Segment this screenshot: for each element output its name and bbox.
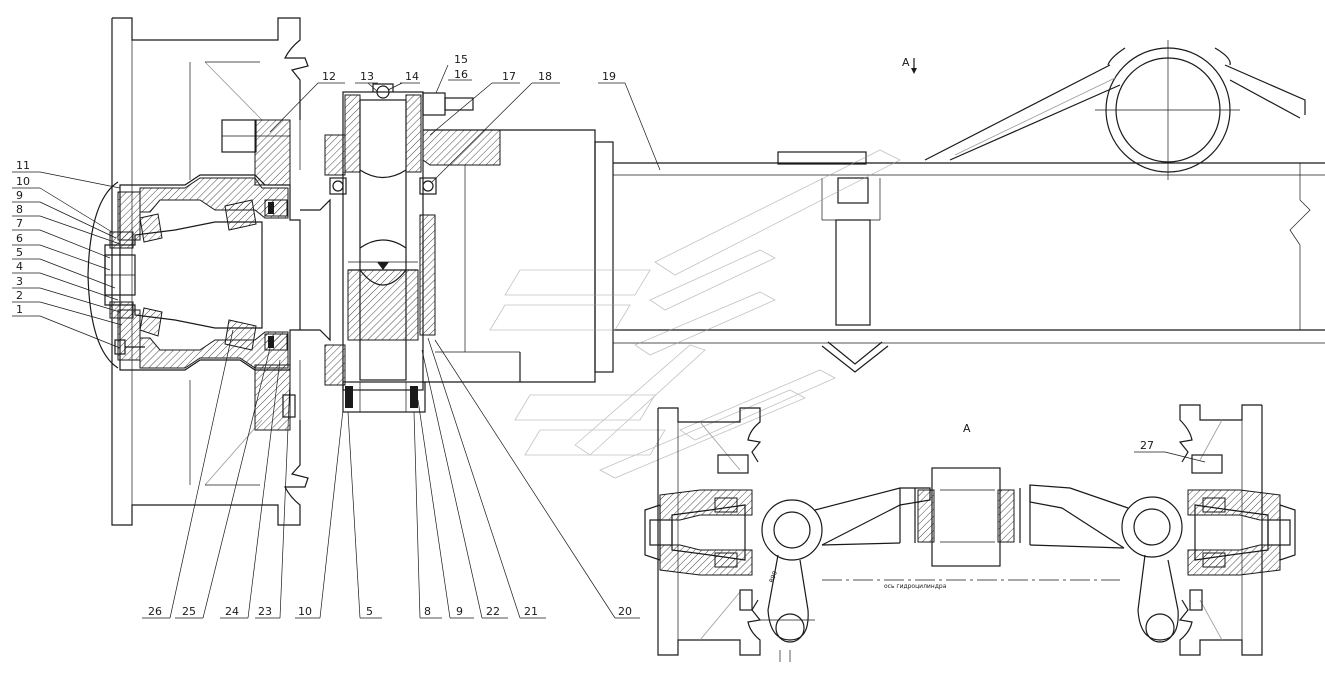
callout-25: 25 (182, 605, 196, 618)
view-marker: A (902, 56, 910, 69)
callout-6: 6 (16, 232, 23, 245)
callout-18: 18 (538, 70, 552, 83)
callout-23: 23 (258, 605, 272, 618)
callout-8: 8 (16, 203, 23, 216)
callout-9: 9 (16, 189, 23, 202)
callout-27: 27 (1140, 439, 1154, 452)
callout-22: 22 (486, 605, 500, 618)
callout-3: 3 (16, 275, 23, 288)
axle-beam (613, 40, 1325, 373)
callout-15: 15 (454, 53, 468, 66)
callout-13: 13 (360, 70, 374, 83)
watermark-logo (489, 149, 901, 479)
callout-7: 7 (16, 217, 23, 230)
callout-10: 10 (16, 175, 30, 188)
hub-assembly (87, 119, 331, 431)
callout-11: 11 (16, 159, 30, 172)
callout-4: 4 (16, 260, 23, 273)
callout-17: 17 (502, 70, 516, 83)
wheel-rim-left (111, 17, 309, 526)
callout-16: 16 (454, 68, 468, 81)
view-a: ось гидроцилиндра R90 (644, 404, 1296, 662)
callout-5b: 5 (366, 605, 373, 618)
callout-8b: 8 (424, 605, 431, 618)
callout-14: 14 (405, 70, 419, 83)
callout-5: 5 (16, 246, 23, 259)
callout-labels: 11 10 9 8 7 6 5 4 3 2 1 12 13 14 15 16 1… (16, 53, 1154, 618)
callout-1: 1 (16, 303, 23, 316)
callout-20: 20 (618, 605, 632, 618)
callout-10b: 10 (298, 605, 312, 618)
callout-19: 19 (602, 70, 616, 83)
callout-21: 21 (524, 605, 538, 618)
callout-9b: 9 (456, 605, 463, 618)
king-pin-assembly (324, 83, 614, 413)
axis-note: ось гидроцилиндра (884, 583, 947, 590)
leader-lines (12, 64, 1206, 619)
callout-12: 12 (322, 70, 336, 83)
dim-note: R90 (768, 570, 779, 584)
view-title: A (963, 422, 971, 435)
callout-24: 24 (225, 605, 239, 618)
callout-26: 26 (148, 605, 162, 618)
callout-2: 2 (16, 289, 23, 302)
